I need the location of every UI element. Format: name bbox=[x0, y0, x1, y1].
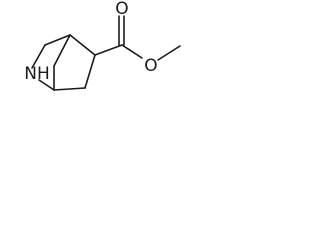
bond-ch2-lower-to-bridgehead-bottom bbox=[53, 87, 86, 91]
bond-ch2-to-bridgehead-top bbox=[44, 34, 71, 46]
bond-carbonyl-c-to-ester-o bbox=[121, 44, 143, 59]
bond-ring-ch-to-ch2-lower bbox=[84, 54, 96, 89]
skeletal-structure-diagram: NH O O bbox=[24, 0, 181, 91]
ring-nitrogen-label: NH bbox=[24, 64, 50, 84]
carbonyl-oxygen-label: O bbox=[115, 0, 128, 19]
bond-methylene-bridge-left bbox=[53, 34, 71, 67]
bond-ring-ch-to-carbonyl-c bbox=[94, 44, 123, 56]
bond-bridgehead-to-ring-ch bbox=[69, 34, 96, 56]
bond-ring-n-to-ch2-top bbox=[31, 44, 46, 69]
ester-oxygen-label: O bbox=[144, 56, 157, 76]
bond-bridgehead-bottom-to-ring-n bbox=[38, 79, 55, 91]
bond-ester-o-to-methyl bbox=[157, 45, 181, 61]
